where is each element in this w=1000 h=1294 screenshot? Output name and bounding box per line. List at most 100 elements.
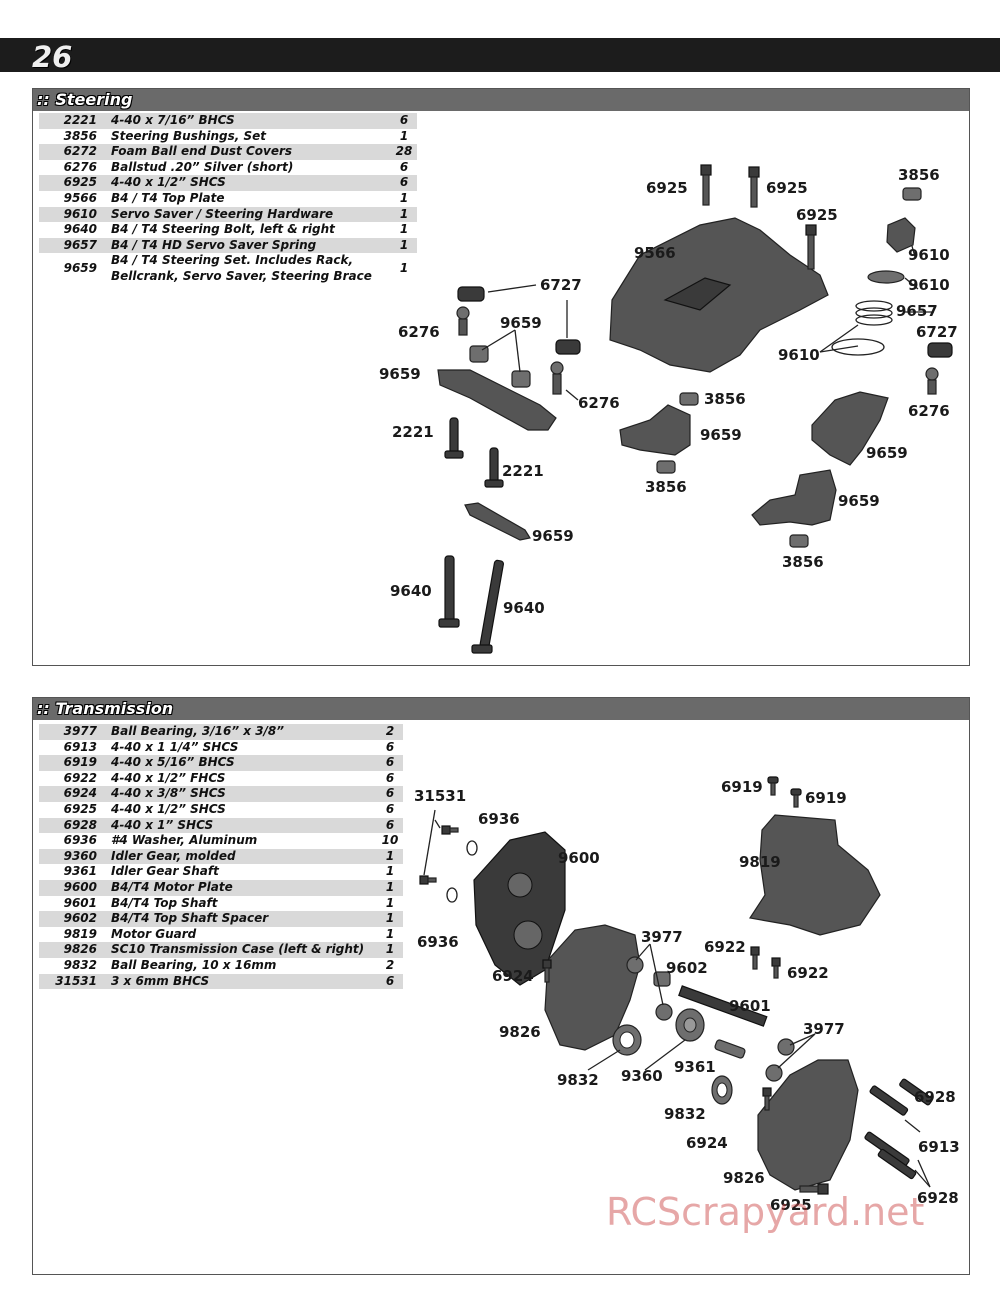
part-description: 4-40 x 1/2” SHCS xyxy=(107,801,377,818)
part-description: Steering Bushings, Set xyxy=(107,128,391,145)
part-description: 4-40 x 1/2” FHCS xyxy=(107,770,377,787)
screw-2221-b xyxy=(484,447,504,488)
part-quantity: 10 xyxy=(377,833,403,849)
screw-6919-a xyxy=(767,776,779,796)
part-description: B4/T4 Motor Plate xyxy=(107,879,377,896)
part-number: 9610 xyxy=(39,206,107,223)
screw-6924-a xyxy=(542,959,552,983)
part-description: Ballstud .20” Silver (short) xyxy=(107,159,391,176)
callout-6925-a: 6925 xyxy=(646,179,688,197)
spring-9657 xyxy=(855,300,893,326)
callout-9826-a: 9826 xyxy=(499,1023,541,1041)
part-description: Ball Bearing, 3/16” x 3/8” xyxy=(107,724,377,740)
bearing-9832-a xyxy=(612,1024,642,1056)
callout-9360: 9360 xyxy=(621,1067,663,1085)
steering-rack-9659 xyxy=(437,369,557,431)
callout-9602: 9602 xyxy=(666,959,708,977)
callout-3977-a: 3977 xyxy=(641,928,683,946)
part-description: B4 / T4 Steering Bolt, left & right xyxy=(107,222,391,238)
part-description: 4-40 x 7/16” BHCS xyxy=(107,113,391,129)
part-description: 4-40 x 1” SHCS xyxy=(107,817,377,834)
screw-6922-a xyxy=(750,946,760,970)
part-number: 6276 xyxy=(39,159,107,176)
bearing-3977-b xyxy=(655,1003,673,1021)
bearing-3977-a xyxy=(626,956,644,974)
idler-gear-9360 xyxy=(675,1008,705,1042)
part-description: B4 / T4 Top Plate xyxy=(107,190,391,207)
bushing-9659-b xyxy=(511,370,531,388)
part-description: SC10 Transmission Case (left & right) xyxy=(107,942,377,958)
part-number: 9566 xyxy=(39,190,107,207)
callout-6924-b: 6924 xyxy=(686,1134,728,1152)
part-quantity: 2 xyxy=(377,957,403,974)
callout-9361: 9361 xyxy=(674,1058,716,1076)
callout-6727-b: 6727 xyxy=(916,323,958,341)
part-description: 4-40 x 3/8” SHCS xyxy=(107,786,377,802)
callout-6276-c: 6276 xyxy=(908,402,950,420)
part-number: 9601 xyxy=(39,895,107,912)
steering-bolt-9640-b xyxy=(471,559,504,654)
part-quantity: 1 xyxy=(377,942,403,958)
part-description: Ball Bearing, 10 x 16mm xyxy=(107,957,377,974)
screw-6928-a xyxy=(869,1085,909,1116)
callout-9659-c: 9659 xyxy=(700,426,742,444)
part-number: 6922 xyxy=(39,770,107,787)
trans-case-9826-b xyxy=(757,1059,859,1191)
screw-6925-t xyxy=(799,1183,829,1195)
callout-6922-b: 6922 xyxy=(787,964,829,982)
callout-9832-a: 9832 xyxy=(557,1071,599,1089)
callout-6276-a: 6276 xyxy=(398,323,440,341)
part-quantity: 1 xyxy=(391,190,417,207)
callout-3856-d: 3856 xyxy=(782,553,824,571)
part-quantity: 6 xyxy=(377,817,403,834)
part-quantity: 6 xyxy=(377,786,403,802)
callout-6727-a: 6727 xyxy=(540,276,582,294)
screw-31531-a xyxy=(441,825,459,835)
part-number: 6924 xyxy=(39,786,107,802)
bushing-3856-d xyxy=(789,534,809,548)
callout-9659-b: 9659 xyxy=(379,365,421,383)
part-quantity: 6 xyxy=(377,801,403,818)
callout-6925-t: 6925 xyxy=(770,1196,812,1214)
washer-9610 xyxy=(867,270,905,284)
part-quantity: 28 xyxy=(391,144,417,160)
callout-6919-b: 6919 xyxy=(805,789,847,807)
screw-6922-b xyxy=(771,957,781,979)
part-number: 3977 xyxy=(39,724,107,740)
callout-9832-b: 9832 xyxy=(664,1105,706,1123)
callout-6922-a: 6922 xyxy=(704,938,746,956)
callout-9610-b: 9610 xyxy=(908,276,950,294)
part-number: 2221 xyxy=(39,113,107,129)
ring-9610 xyxy=(831,338,885,356)
ballstud-6276-c xyxy=(925,367,939,395)
callout-6276-b: 6276 xyxy=(578,394,620,412)
callout-6928-a: 6928 xyxy=(914,1088,956,1106)
transmission-diagram: 6919 6919 31531 6936 6936 9600 9819 3977… xyxy=(414,776,960,1214)
callout-9566: 9566 xyxy=(634,244,676,262)
bellcrank-9659-c xyxy=(619,404,691,456)
callout-9659-a: 9659 xyxy=(500,314,542,332)
part-description: 4-40 x 1/2” SHCS xyxy=(107,175,391,191)
part-description: Idler Gear, molded xyxy=(107,848,377,865)
bushing-9659-a xyxy=(469,345,489,363)
part-description: #4 Washer, Aluminum xyxy=(107,833,377,849)
steering-diagram: 6925 6925 6925 3856 9610 9610 9610 9566 … xyxy=(379,164,958,654)
bellcrank-9659-e xyxy=(751,469,837,526)
watermark: RCScrapyard.net xyxy=(606,1190,925,1234)
part-quantity: 1 xyxy=(377,911,403,927)
part-description: 4-40 x 1 1/4” SHCS xyxy=(107,739,377,756)
screw-6925-b xyxy=(748,166,760,208)
part-quantity: 6 xyxy=(391,175,417,191)
